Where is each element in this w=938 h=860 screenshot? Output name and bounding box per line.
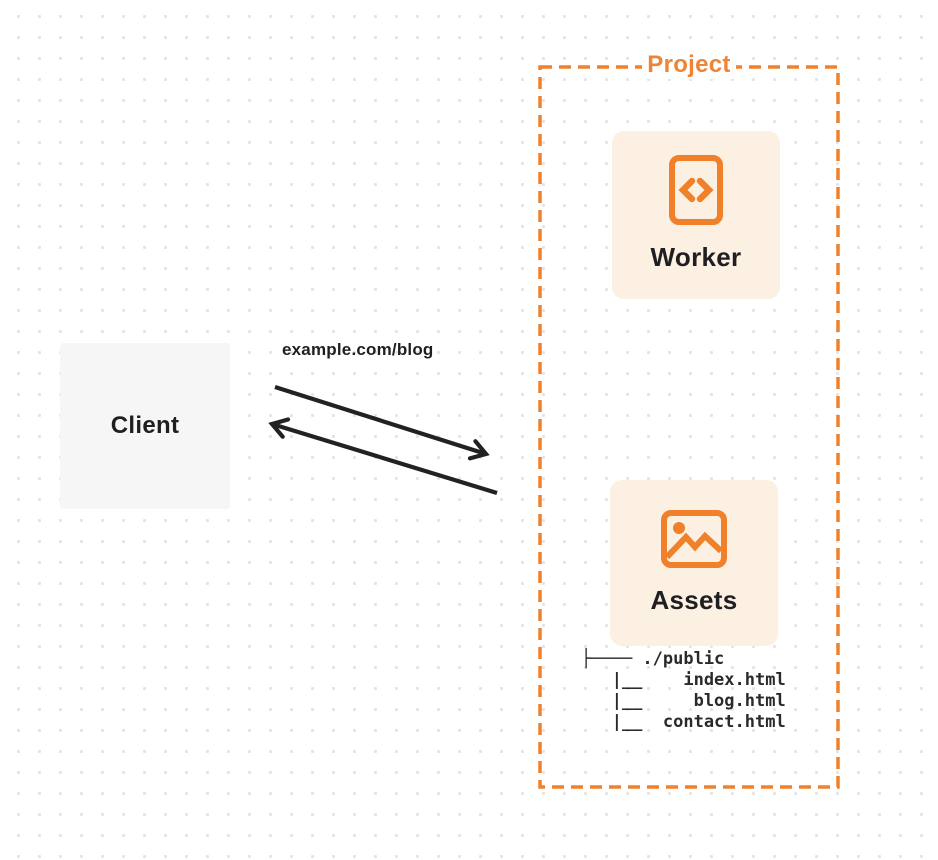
- assets-file-tree: ├──── ./public |__ index.html |__ blog.h…: [581, 649, 786, 732]
- worker-node: Worker: [612, 131, 780, 299]
- assets-label: Assets: [650, 585, 738, 615]
- request-arrow: [274, 384, 490, 461]
- project-title: Project: [540, 51, 838, 79]
- response-arrow: [268, 417, 498, 496]
- assets-node: Assets: [610, 480, 778, 646]
- project-title-text: Project: [642, 51, 736, 79]
- request-url-label: example.com/blog: [282, 340, 434, 359]
- image-icon: [661, 510, 727, 568]
- client-label: Client: [110, 412, 180, 439]
- code-document-icon: [669, 155, 723, 225]
- client-node: Client: [60, 343, 230, 509]
- worker-label: Worker: [650, 242, 742, 272]
